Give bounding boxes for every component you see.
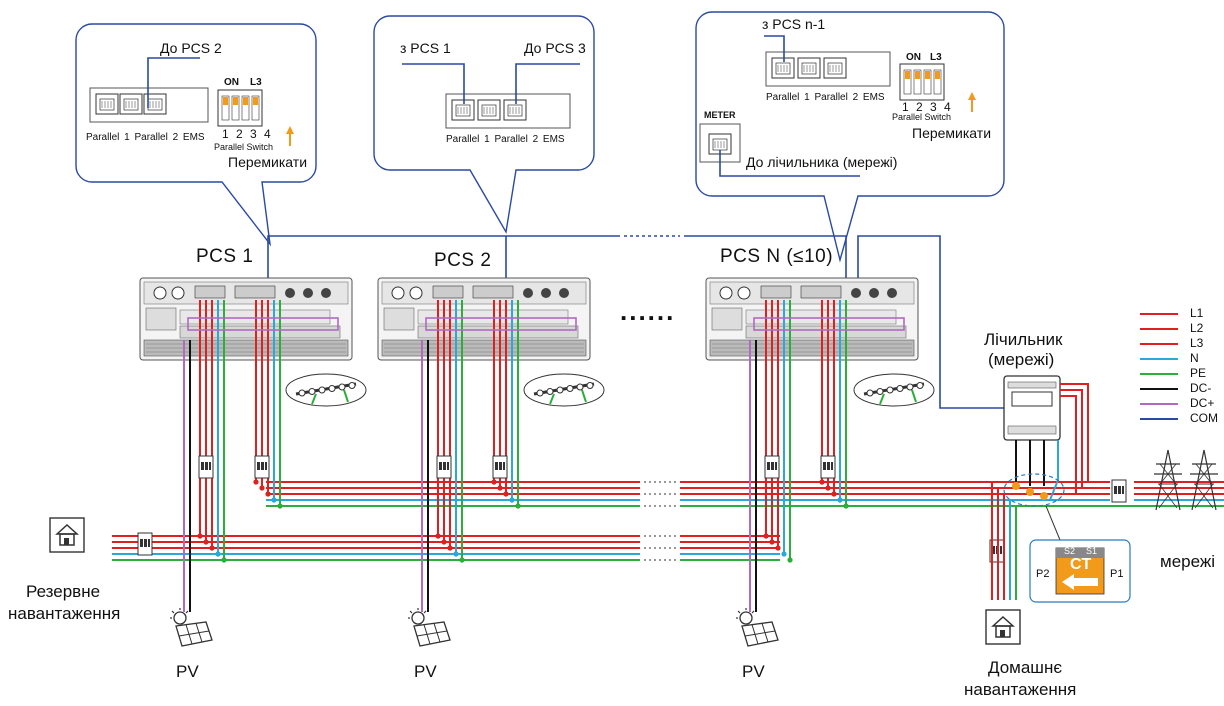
callout3-from-label: з PCS n-1: [762, 16, 826, 32]
more-units-ellipsis: ......: [620, 296, 676, 326]
legend-label-3: N: [1190, 351, 1199, 365]
pv-panel-1: [169, 607, 213, 647]
terminal-bar-2: [522, 372, 606, 408]
meter-label-line2: (мережі): [988, 350, 1055, 369]
legend-swatch-2: [1140, 343, 1178, 345]
pcs2-title: PCS 2: [434, 250, 492, 271]
terminal-bar-3: [852, 372, 936, 408]
pv-dc-lines: [183, 340, 757, 612]
ct-box: [1029, 539, 1131, 603]
callout3-ports: Parallel 1 Parallel 2 EMS: [766, 92, 885, 103]
callout1-switch-on: ON: [224, 77, 239, 88]
legend-label-5: DC-: [1190, 381, 1212, 395]
inverter-pcs2: [377, 277, 591, 361]
pv-panel-3: [735, 607, 779, 647]
meter-port-label: METER: [704, 110, 736, 120]
legend-label-4: PE: [1190, 366, 1207, 380]
breakers: [137, 455, 1127, 563]
legend-label-1: L2: [1190, 321, 1204, 335]
meter-label-line1: Лічильник: [984, 330, 1063, 349]
backup-load-house-icon: [49, 517, 85, 553]
pv-panel-2: [407, 607, 451, 647]
com-wiring: [267, 235, 1004, 409]
legend-label-7: COM: [1190, 411, 1218, 425]
pv-label-3: PV: [742, 662, 765, 681]
callout3-toggle-label: Перемикати: [912, 125, 992, 141]
home-load-line2: навантаження: [964, 680, 1077, 699]
callout2-to-label: До PCS 3: [524, 40, 586, 56]
inverter-pcsn: [705, 277, 919, 361]
callout1-ports: Parallel 1 Parallel 2 EMS: [86, 132, 205, 143]
ct-p1-label: P1: [1110, 568, 1124, 580]
backup-load-line1: Резервне: [26, 582, 101, 601]
ct-title: CT: [1070, 556, 1092, 573]
callout-pcs2: [373, 15, 595, 235]
pv-label-1: PV: [176, 662, 199, 681]
lower-backup-bus: [112, 481, 780, 561]
home-load-drops: [991, 482, 1017, 600]
meter-wiring: [1015, 383, 1089, 501]
terminal-bar-1: [284, 372, 368, 408]
inverter-pcs1: [139, 277, 353, 361]
backup-load-line2: навантаження: [8, 604, 121, 623]
legend-swatch-7: [1140, 418, 1178, 420]
callout2-from-label: з PCS 1: [400, 40, 451, 56]
pcs1-title: PCS 1: [196, 246, 254, 267]
ct-clamps: [1012, 482, 1048, 500]
meter-connection-label: До лічильника (мережі): [746, 154, 898, 170]
legend-swatch-5: [1140, 388, 1178, 390]
legend-swatch-3: [1140, 358, 1178, 360]
callout1-switch-nums: 1 2 3 4: [222, 127, 273, 141]
legend-swatch-6: [1140, 403, 1178, 405]
ct-clamp-group: [1003, 473, 1065, 507]
legend-swatch-0: [1140, 313, 1178, 315]
home-load-house-icon: [985, 609, 1021, 645]
callout1-toggle-label: Перемикати: [228, 154, 308, 170]
legend-swatch-1: [1140, 328, 1178, 330]
junction-dots: [197, 479, 849, 563]
pv-label-2: PV: [414, 662, 437, 681]
callout3-switch-caption: Parallel Switch: [892, 112, 952, 122]
legend-label-6: DC+: [1190, 396, 1215, 410]
legend-label-0: L1: [1190, 306, 1204, 320]
dc-plus-internal: [187, 317, 905, 331]
callout3-switch-l3: L3: [930, 52, 942, 63]
callout1-to-label: До PCS 2: [160, 40, 222, 56]
legend-label-2: L3: [1190, 336, 1204, 350]
callout2-ports: Parallel 1 Parallel 2 EMS: [446, 134, 565, 145]
ct-p2-label: P2: [1036, 568, 1050, 580]
legend-swatch-4: [1140, 373, 1178, 375]
upper-grid-bus: [266, 481, 1224, 507]
callout1-switch-l3: L3: [250, 77, 262, 88]
callout1-switch-caption: Parallel Switch: [214, 142, 274, 152]
pcsn-title: PCS N (≤10): [720, 246, 834, 267]
callout3-switch-nums: 1 2 3 4: [902, 100, 953, 114]
home-load-line1: Домашнє: [988, 658, 1063, 677]
ct-s2-label: S2: [1064, 546, 1076, 556]
grid-meter: [1003, 375, 1061, 441]
callout-pcsn: [695, 11, 1005, 263]
callout3-switch-on: ON: [906, 52, 921, 63]
callout-pcs1: [75, 23, 317, 247]
ct-s1-label: S1: [1086, 546, 1098, 556]
grid-label: мережі: [1160, 552, 1216, 571]
